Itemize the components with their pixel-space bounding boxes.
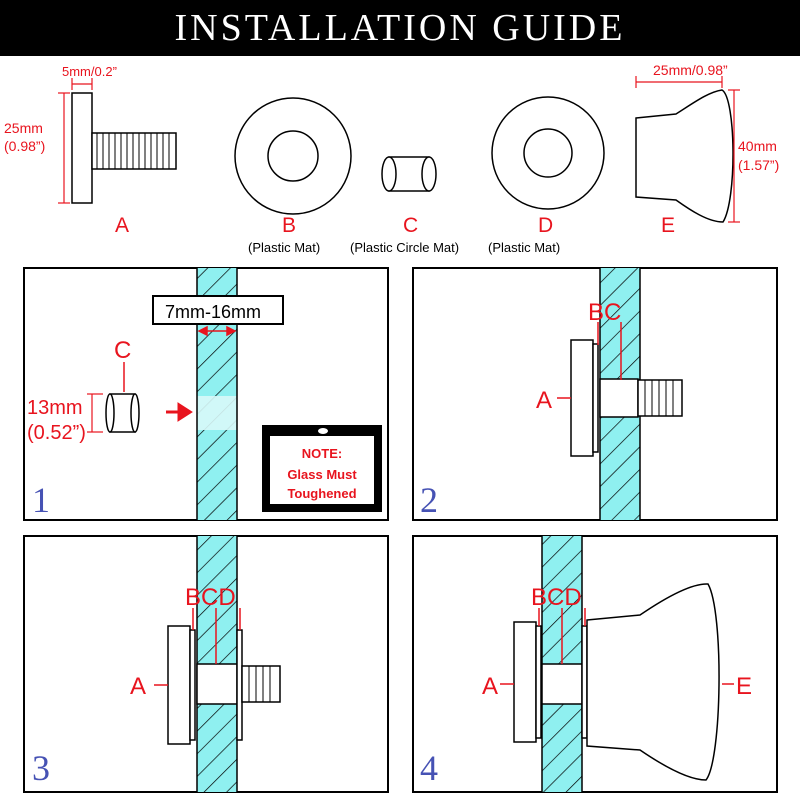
step-4-number: 4 [420,748,438,788]
step-1-c-dimension [87,393,103,433]
part-e-width-label: 25mm/0.98” [653,62,728,78]
step-2-leaders [557,322,622,399]
step-4-label-a: A [482,673,498,700]
glass-range-label: 7mm-16mm [165,302,261,322]
part-e-height-mm-label: 40mm [738,138,777,154]
step-1-c-size-in: (0.52”) [27,422,86,444]
part-a-screw [71,92,177,204]
step-1-c-letter: C [114,337,131,364]
part-e-letter: E [661,214,675,237]
note-line-1: NOTE: [302,446,342,461]
part-e-knob [635,89,734,223]
step-3-label-bcd: BCD [185,584,236,611]
part-e-dimensions [635,76,740,223]
step-2-assembly [570,339,683,457]
part-b-plastic-mat [234,97,352,215]
part-d-letter: D [538,214,553,237]
step-4-knob [586,583,720,781]
page-title: INSTALLATION GUIDE [174,7,626,49]
step-3-label-a: A [130,673,146,700]
step-1-circle-mat [105,393,140,433]
part-a-thickness-label: 5mm/0.2” [62,64,117,79]
step-4-label-e: E [736,673,752,700]
step-1-number: 1 [32,480,50,520]
step-4-label-bcd: BCD [531,584,582,611]
part-b-letter: B [282,214,296,237]
part-a-height-mm-label: 25mm [4,120,43,136]
note-line-3: Toughened [287,486,356,501]
part-a-height-in-label: (0.98”) [4,138,45,154]
part-a-letter: A [115,214,129,237]
part-b-caption: (Plastic Mat) [248,240,320,255]
part-c-caption: (Plastic Circle Mat) [350,240,459,255]
part-a-dimensions [58,78,93,204]
step-2-label-a: A [536,387,552,414]
note-line-2: Glass Must [287,467,357,482]
step-3-assembly [167,625,281,745]
step-2-label-bc: BC [588,299,621,326]
part-c-letter: C [403,214,418,237]
step-4-assembly [513,583,720,781]
part-d-caption: (Plastic Mat) [488,240,560,255]
glass-range-box [152,295,284,325]
glass-range-arrow [197,325,237,337]
part-d-plastic-mat [491,96,605,210]
note-sign [262,425,382,512]
step-4-leaders [500,608,734,685]
step-3-number: 3 [32,748,50,788]
part-c-circle-mat [381,156,437,192]
title-bar: INSTALLATION GUIDE [0,0,800,56]
step-2-number: 2 [420,480,438,520]
part-e-height-in-label: (1.57”) [738,157,779,173]
step-1-c-size-mm: 13mm [27,397,83,419]
step-1-insert-arrow [166,402,193,422]
step-3-leaders [154,608,241,686]
